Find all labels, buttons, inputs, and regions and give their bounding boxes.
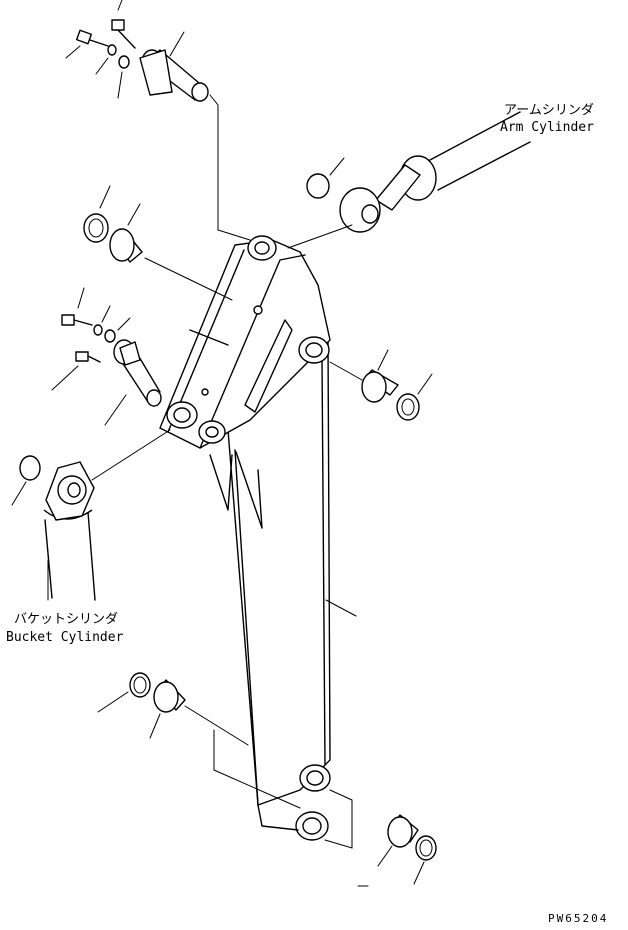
leader-washer — [95, 57, 109, 75]
leader-pin-mid — [104, 394, 127, 426]
leader-bushing-right — [377, 349, 389, 371]
arm-cylinder-label-jp: アームシリンダ — [504, 103, 594, 118]
arm-head-edge-2 — [199, 254, 306, 449]
leader-lower-right-bracket — [324, 789, 353, 849]
nut-mid — [104, 329, 116, 343]
bucket-cylinder-label-en: Bucket Cylinder — [6, 630, 124, 645]
bucket-cylinder-label-jp: バケットシリンダ — [14, 612, 119, 627]
leader-bushing — [127, 203, 141, 226]
leader-bucket-shim — [11, 481, 27, 506]
washer-mid — [93, 324, 103, 336]
nut-top — [118, 55, 130, 69]
leader-seal-lower-right — [413, 861, 425, 885]
bolt-top — [75, 29, 109, 47]
bucket-cylinder-shim — [19, 455, 41, 481]
leader-nut-mid — [117, 317, 131, 331]
arm-tip — [257, 804, 299, 831]
leader-fitting — [117, 0, 123, 11]
arm-boss-center — [198, 420, 226, 444]
grease-fitting-top — [111, 19, 136, 49]
arm-hole — [253, 305, 263, 315]
leader-bucket-cyl — [91, 429, 171, 481]
arm-boss-top — [247, 235, 277, 261]
pin-mid — [113, 339, 162, 407]
seal-right — [396, 393, 420, 421]
leader-fitting-mid — [51, 365, 79, 391]
arm-slot — [244, 319, 293, 413]
leader-seal-lower — [97, 691, 129, 713]
leader-bushing-lower-right — [377, 845, 393, 867]
arm-cylinder-label-en: Arm Cylinder — [500, 120, 594, 135]
drawing-code: PW65204 — [548, 912, 609, 925]
leader-bushing-lower — [149, 713, 161, 739]
leader-arm-cyl — [287, 224, 353, 249]
arm-boss-left — [166, 401, 198, 429]
leader-right-route — [329, 361, 363, 381]
arm-fork-right — [235, 451, 263, 529]
leader-bolt-mid — [77, 287, 85, 309]
leader-nut — [117, 71, 123, 99]
bushing-lower-right — [387, 814, 419, 848]
arm-rib — [189, 329, 229, 346]
bushing-lower-left — [153, 679, 186, 713]
leader-pin — [169, 31, 185, 57]
arm-beam-edge — [234, 449, 259, 806]
grease-fitting-mid — [75, 351, 101, 363]
arm-hole-2 — [201, 388, 209, 396]
leader-shim — [329, 157, 345, 176]
leader-lower-bracket — [213, 729, 301, 809]
leader-seal-right — [417, 373, 433, 395]
leader-bushing-route — [144, 257, 233, 301]
leader-pin-route — [209, 94, 251, 241]
arm-boss-bottom-2 — [295, 811, 329, 841]
bolt-mid — [61, 314, 93, 326]
arm-cylinder — [339, 111, 531, 233]
seal-lower-right — [415, 835, 437, 861]
arm-cylinder-shim — [306, 173, 330, 199]
arm-beam-edge-right — [321, 359, 326, 766]
leader-seal — [99, 185, 111, 209]
bucket-cylinder — [43, 461, 96, 601]
bushing-right — [361, 369, 399, 403]
seal-upper-left — [83, 213, 109, 243]
leader-washer-mid — [101, 305, 111, 323]
top-pin — [139, 49, 209, 102]
arm-fork-left — [209, 454, 233, 511]
seal-lower-left — [129, 672, 151, 698]
leader-lower-route — [184, 705, 249, 746]
leader-arm — [325, 599, 357, 617]
arm-boss-mid-right — [298, 336, 330, 364]
washer-top — [107, 44, 117, 56]
arm-boss-bottom-1 — [299, 764, 331, 792]
leader-bolt — [65, 45, 81, 59]
arm-body — [159, 239, 331, 806]
bushing-upper-left — [109, 228, 143, 263]
